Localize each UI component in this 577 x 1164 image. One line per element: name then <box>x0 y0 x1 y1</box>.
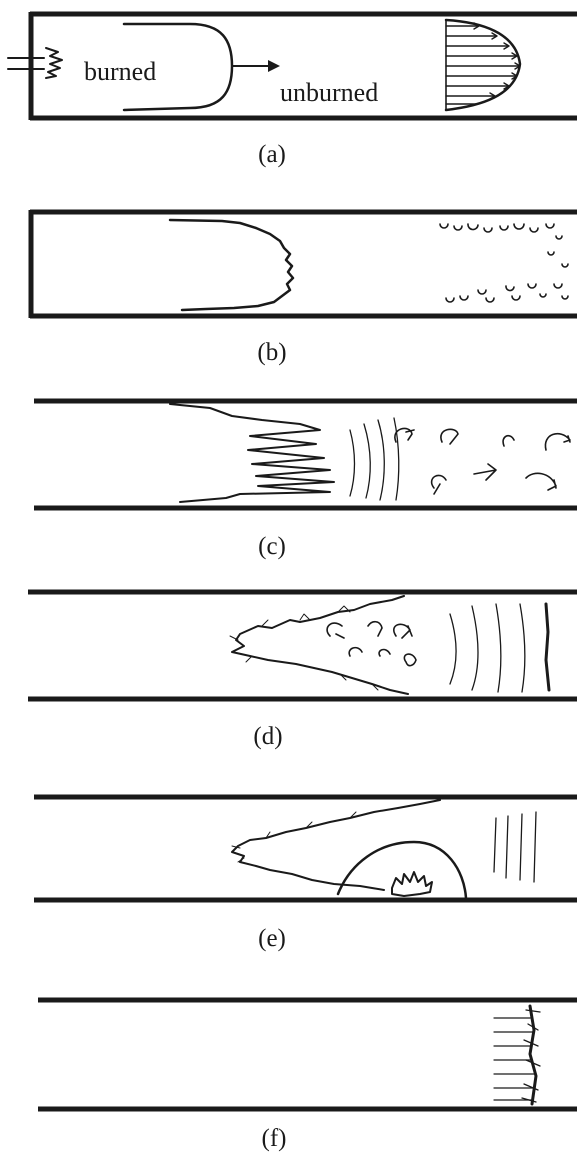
label-burned: burned <box>84 57 156 86</box>
panel-c: (c) <box>34 401 577 560</box>
panel-b: (b) <box>30 210 577 366</box>
wrinkled-flame-front <box>170 220 293 310</box>
pressure-waves <box>350 418 399 500</box>
panel-e: (e) <box>34 797 577 952</box>
panel-label-e: (e) <box>258 925 286 952</box>
ignition-spark-icon <box>8 48 62 78</box>
parabolic-velocity-profile <box>446 20 520 110</box>
elongated-flame-front <box>232 800 440 890</box>
label-unburned: unburned <box>280 78 378 107</box>
panel-label-a: (a) <box>258 141 286 168</box>
v-shaped-flame-front <box>232 596 408 694</box>
detonation-front <box>494 1006 540 1104</box>
turbulent-eddies-icon <box>395 428 570 494</box>
panel-label-f: (f) <box>262 1125 287 1152</box>
elongated-flame-front-texture <box>232 812 356 862</box>
shock-front <box>546 604 549 690</box>
panel-a: burned unburned (a) <box>8 12 577 168</box>
local-explosion-center <box>392 872 432 896</box>
panel-label-c: (c) <box>258 533 286 560</box>
pressure-waves <box>450 604 525 692</box>
tulip-flame-front <box>170 404 334 502</box>
panel-f: (f) <box>38 1000 577 1152</box>
panel-label-b: (b) <box>257 339 286 366</box>
turbulent-eddies-icon <box>440 224 568 302</box>
secondary-flame-bubble <box>338 842 466 898</box>
pressure-waves <box>494 812 536 882</box>
turbulent-eddies-icon <box>327 622 416 666</box>
panel-label-d: (d) <box>253 723 282 750</box>
panel-d: (d) <box>28 592 577 750</box>
propagation-arrow-icon <box>232 60 280 72</box>
